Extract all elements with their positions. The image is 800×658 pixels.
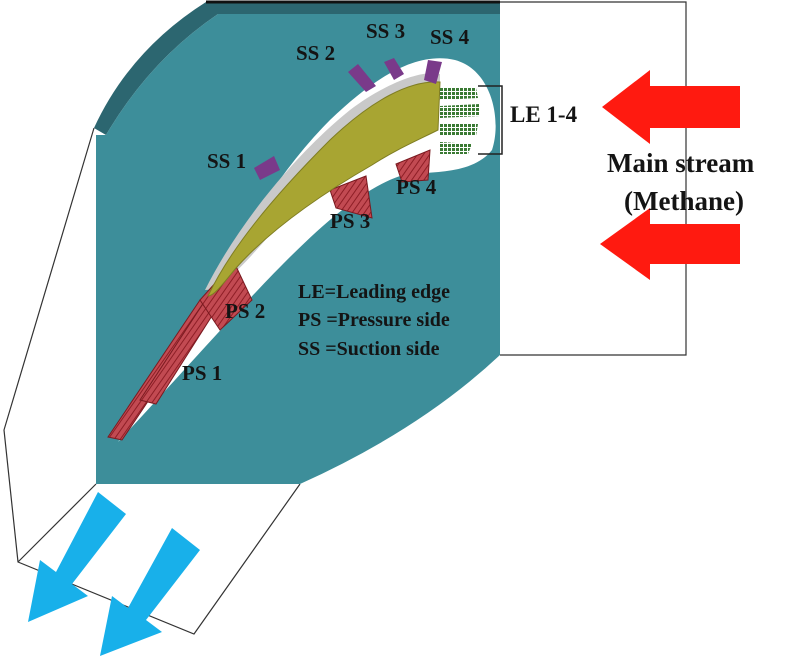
label-ps1: PS 1 xyxy=(182,361,222,385)
le1-holes xyxy=(440,88,478,100)
label-le: LE 1-4 xyxy=(510,102,578,127)
inlet-arrow-upper xyxy=(602,70,740,144)
ps3-holes xyxy=(329,175,373,219)
ss2-holes xyxy=(348,64,376,92)
ss1-holes xyxy=(254,156,280,180)
outlet-arrow-right xyxy=(100,528,200,656)
legend-ss: SS =Suction side xyxy=(298,338,440,360)
ps4-holes xyxy=(395,149,431,183)
inlet-arrow-lower xyxy=(600,208,740,280)
legend-ps: PS =Pressure side xyxy=(298,309,450,331)
label-ss1: SS 1 xyxy=(207,149,246,173)
legend-le: LE=Leading edge xyxy=(298,281,450,303)
label-ss4: SS 4 xyxy=(430,25,470,49)
le-bracket xyxy=(478,85,503,155)
inlet-arrows xyxy=(600,70,740,280)
outlet-arrow-left xyxy=(28,492,126,622)
le3-holes xyxy=(440,124,478,136)
label-ss2: SS 2 xyxy=(296,41,335,65)
leading-edge-holes xyxy=(440,88,480,154)
le4-holes xyxy=(440,142,472,154)
le2-holes xyxy=(440,104,480,118)
pressure-side-holes xyxy=(107,149,431,441)
label-ps2: PS 2 xyxy=(225,299,265,323)
mainstream-label-line1: Main stream xyxy=(607,148,755,178)
ss4-holes xyxy=(424,60,442,84)
mainstream-label-line2: (Methane) xyxy=(624,186,744,216)
wireframe-bottom-left xyxy=(17,483,97,563)
outlet-arrows xyxy=(28,492,200,656)
label-ps3: PS 3 xyxy=(330,209,370,233)
blade-airfoil xyxy=(207,81,441,297)
label-ss3: SS 3 xyxy=(366,19,405,43)
blade-cavity xyxy=(118,58,496,443)
label-ps4: PS 4 xyxy=(396,175,437,199)
ss3-holes xyxy=(384,58,404,80)
suction-side-holes xyxy=(254,58,442,180)
